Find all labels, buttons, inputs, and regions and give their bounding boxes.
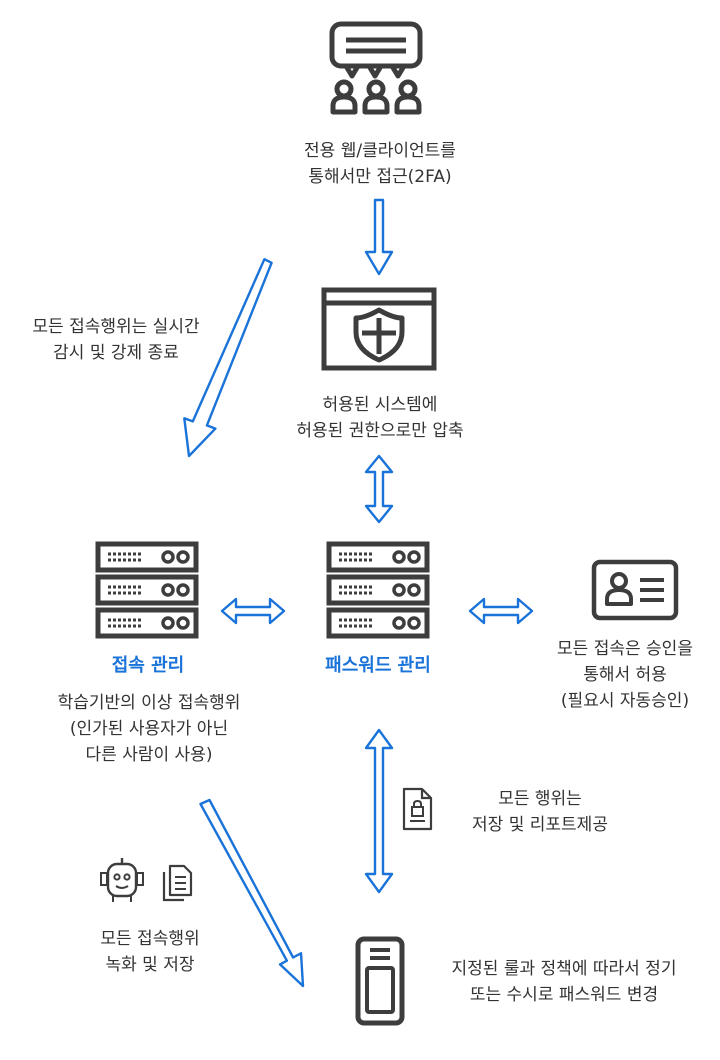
device-caption: 지정된 룰과 정책에 따라서 정기 또는 수시로 패스워드 변경 bbox=[414, 956, 714, 1008]
caption-line: 감시 및 강제 종료 bbox=[53, 343, 179, 363]
diagonal-arrow bbox=[183, 258, 273, 458]
caption-line: 녹화 및 저장 bbox=[105, 955, 195, 975]
vertical-double-arrow bbox=[364, 728, 394, 894]
caption-line: 다른 사람이 사용) bbox=[85, 745, 213, 765]
recording-caption: 모든 접속행위 녹화 및 저장 bbox=[60, 926, 240, 978]
caption-line: (필요시 자동승인) bbox=[560, 691, 690, 711]
password-management-title: 패스워드 관리 bbox=[325, 655, 431, 676]
locked-document-icon bbox=[402, 787, 433, 831]
server-rack-icon bbox=[95, 541, 199, 639]
id-card-icon bbox=[591, 559, 679, 621]
approval-caption: 모든 접속은 승인을 통해서 허용 (필요시 자동승인) bbox=[530, 636, 720, 714]
clients-caption: 전용 웹/클라이언트를 통해서만 접근(2FA) bbox=[230, 138, 530, 190]
documents-icon bbox=[162, 864, 193, 902]
vertical-double-arrow bbox=[364, 454, 394, 524]
caption-line: 통해서만 접근(2FA) bbox=[308, 167, 452, 187]
caption-line: 통해서 허용 bbox=[583, 665, 667, 685]
server-rack-icon bbox=[326, 541, 430, 639]
realtime-monitoring-caption: 모든 접속행위는 실시간 감시 및 강제 종료 bbox=[0, 314, 232, 366]
access-management-title: 접속 관리 bbox=[111, 655, 185, 676]
caption-line: 모든 접속은 승인을 bbox=[557, 639, 693, 659]
diagonal-arrow bbox=[199, 798, 305, 988]
horizontal-double-arrow bbox=[468, 597, 534, 625]
report-caption: 모든 행위는 저장 및 리포트제공 bbox=[440, 786, 640, 838]
caption-line: 전용 웹/클라이언트를 bbox=[304, 141, 456, 161]
down-arrow bbox=[364, 198, 394, 276]
robot-icon bbox=[100, 858, 144, 902]
caption-line: (인가된 사용자가 아닌 bbox=[69, 719, 229, 739]
browser-shield-icon bbox=[321, 287, 437, 371]
caption-line: 모든 행위는 bbox=[498, 789, 582, 809]
user-group-chat-icon bbox=[329, 21, 423, 115]
caption-line: 학습기반의 이상 접속행위 bbox=[57, 693, 241, 713]
caption-line: 모든 접속행위는 실시간 bbox=[32, 317, 200, 337]
caption-line: 모든 접속행위 bbox=[100, 929, 200, 949]
caption-line: 또는 수시로 패스워드 변경 bbox=[469, 985, 659, 1005]
access-caption: 학습기반의 이상 접속행위 (인가된 사용자가 아닌 다른 사람이 사용) bbox=[24, 690, 274, 768]
caption-line: 지정된 룰과 정책에 따라서 정기 bbox=[451, 959, 677, 979]
horizontal-double-arrow bbox=[220, 597, 286, 625]
caption-line: 허용된 권한으로만 압축 bbox=[296, 421, 464, 441]
systems-caption: 허용된 시스템에 허용된 권한으로만 압축 bbox=[230, 392, 530, 444]
caption-line: 허용된 시스템에 bbox=[322, 395, 438, 415]
mobile-device-icon bbox=[355, 936, 405, 1026]
caption-line: 저장 및 리포트제공 bbox=[472, 815, 608, 835]
